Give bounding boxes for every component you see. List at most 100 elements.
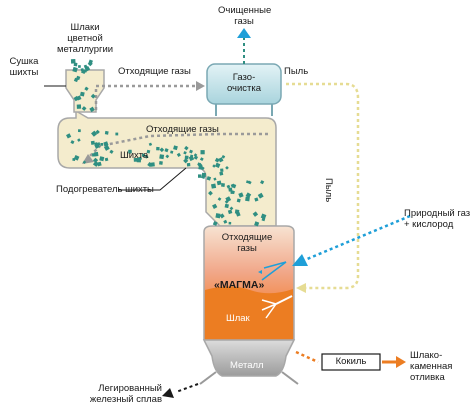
charge-particle xyxy=(208,190,213,196)
charge-particle xyxy=(99,156,105,162)
charge-particle xyxy=(212,164,216,168)
charge-particle xyxy=(223,219,228,224)
charge-particle xyxy=(193,153,198,157)
charge-particle xyxy=(216,180,222,186)
leader-lines xyxy=(44,85,187,191)
charge-particle xyxy=(229,206,234,211)
charge-particle xyxy=(225,165,229,170)
charge-particle xyxy=(200,150,205,155)
charge-particle xyxy=(228,187,233,192)
charge-particle xyxy=(200,166,205,171)
dust-top-label: Пыль xyxy=(284,66,309,77)
charge-particle xyxy=(199,157,204,162)
natural-gas-label: Природный газ+ кислород xyxy=(404,208,471,230)
charge-particle xyxy=(184,145,189,151)
charge-particle xyxy=(173,145,178,151)
charge-particle xyxy=(70,140,75,145)
charge-particle xyxy=(95,129,100,135)
charge-particle xyxy=(183,151,187,155)
charge-particle xyxy=(89,106,95,113)
charge-particle xyxy=(104,130,109,135)
charge-particle xyxy=(221,183,225,187)
charge-particle xyxy=(73,62,78,67)
charge-particle xyxy=(104,157,109,162)
alloy-output xyxy=(162,383,199,398)
charge-particle xyxy=(79,91,85,97)
charge-particle xyxy=(94,143,100,149)
charge-particle xyxy=(76,95,82,101)
slag-layer xyxy=(205,286,293,339)
metal-label: Металл xyxy=(230,360,264,371)
dust-side-label: Пыль xyxy=(323,178,334,203)
charge-particle xyxy=(227,209,233,215)
charge-particle xyxy=(100,143,104,146)
charge-particle xyxy=(76,104,82,109)
charge-particle xyxy=(224,199,229,204)
slag-label: Шлак xyxy=(226,313,250,324)
charge-particle xyxy=(159,154,165,160)
charge-particle xyxy=(260,180,265,185)
charge-particle xyxy=(176,152,181,157)
charge-particle xyxy=(252,211,259,217)
charge-particle xyxy=(226,184,231,189)
charge-particle xyxy=(165,154,170,159)
charge-particle xyxy=(159,147,165,153)
charge-particle xyxy=(70,59,76,64)
charge-particle xyxy=(90,140,95,145)
charge-particle xyxy=(206,176,212,181)
furnace xyxy=(199,225,299,385)
charge-particle xyxy=(231,190,235,195)
charge-particle xyxy=(238,192,244,198)
charge-particles xyxy=(66,59,267,227)
charge-particle xyxy=(186,162,191,167)
off-gases-top-label: Отходящие газы xyxy=(118,66,191,77)
natural-gas-flow xyxy=(258,214,411,281)
charge-particle xyxy=(254,197,259,202)
charge-particle xyxy=(156,146,160,151)
charge-particle xyxy=(214,162,221,168)
charge-particle xyxy=(212,203,218,209)
slag-lance xyxy=(261,295,293,319)
charge-particle xyxy=(77,138,81,142)
charge-particle xyxy=(150,162,155,167)
charge-particle xyxy=(115,132,119,136)
gas-cleaner xyxy=(206,28,282,116)
charge-particle xyxy=(198,174,202,178)
charge-particle xyxy=(148,142,153,147)
dust-flows xyxy=(286,82,360,290)
charge-particle xyxy=(87,61,93,67)
charge-particle xyxy=(183,158,189,164)
charge-particle xyxy=(254,221,260,227)
charge-particle xyxy=(257,192,264,199)
charge-particle xyxy=(141,153,146,157)
charge-particle xyxy=(212,221,218,226)
charge-particle xyxy=(82,160,87,164)
charge-particle xyxy=(221,154,226,159)
charge-particle xyxy=(91,130,98,137)
charge-particle xyxy=(72,66,78,73)
charge-preheater-label: Подогреватель шихты xyxy=(56,184,154,195)
charge-particle xyxy=(75,75,81,81)
drying-hopper xyxy=(65,69,105,113)
charge-particle xyxy=(245,196,250,202)
charge-particle xyxy=(220,168,224,172)
charge-particle xyxy=(92,157,99,163)
charge-particle xyxy=(170,150,174,154)
charge-particle xyxy=(197,162,203,168)
charge-particle xyxy=(231,183,237,189)
charge-particle xyxy=(218,157,224,163)
charge-particle xyxy=(78,129,81,133)
charge-particle xyxy=(193,155,199,160)
charge-particle xyxy=(81,106,87,111)
charge-particle xyxy=(201,172,207,178)
chill-mold-box xyxy=(321,353,381,371)
metal-layer xyxy=(202,339,296,377)
charge-particle xyxy=(210,183,217,189)
charge-particle xyxy=(224,203,229,209)
purified-gas-arrow xyxy=(237,28,251,38)
